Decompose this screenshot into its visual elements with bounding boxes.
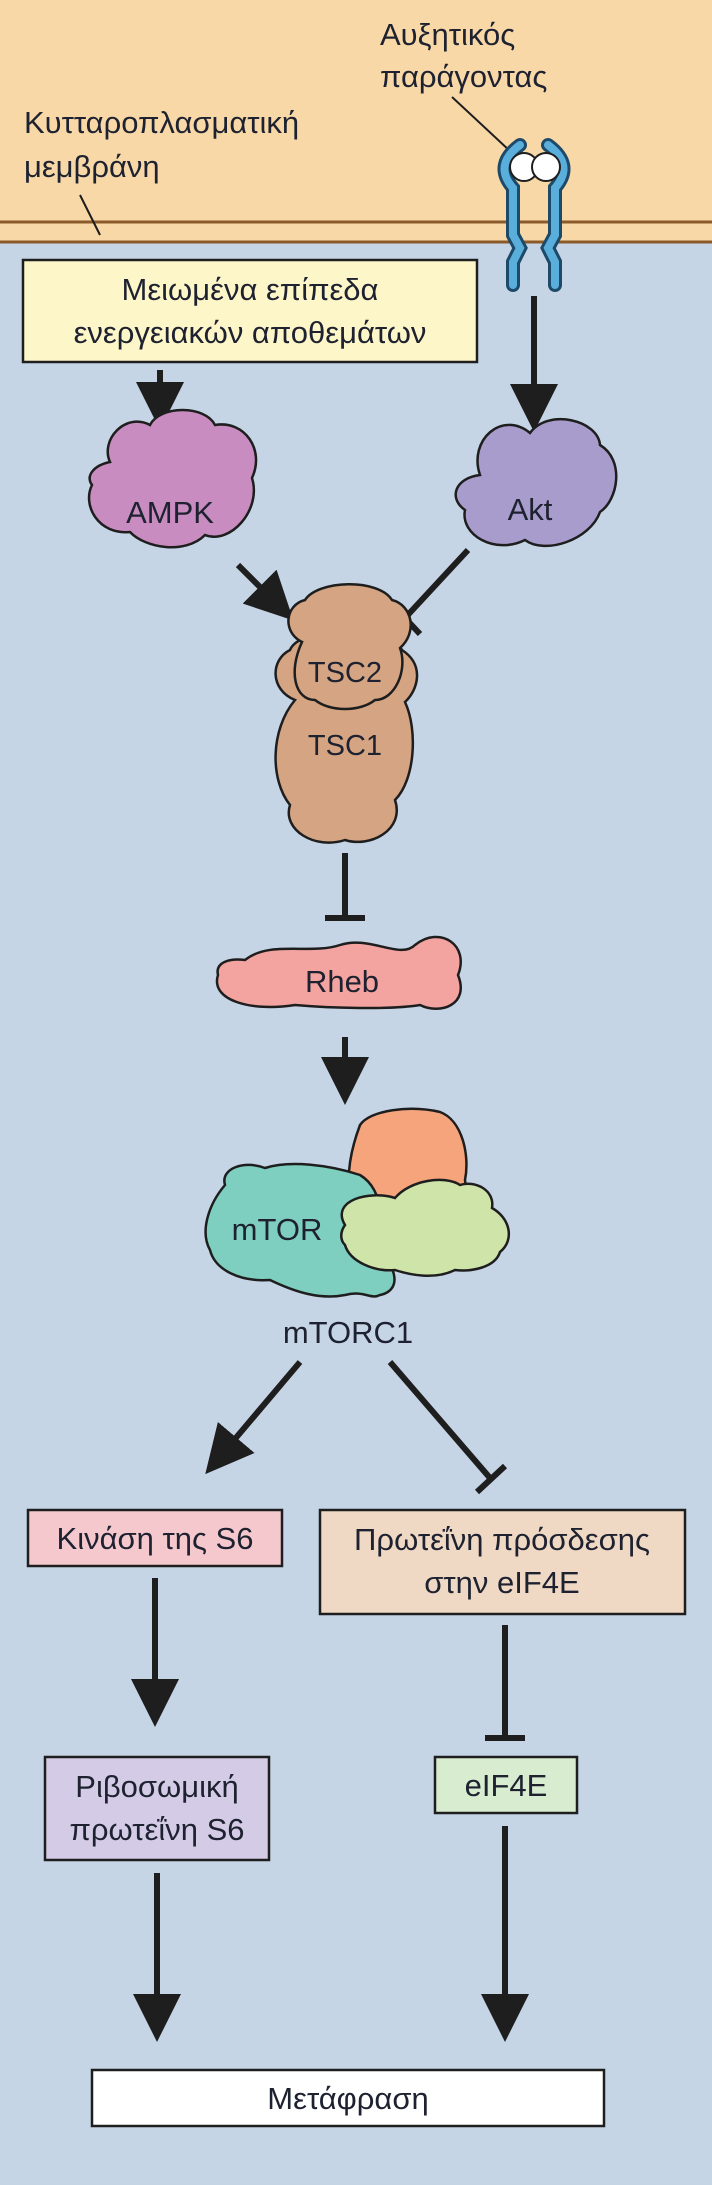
eif4e-label: eIF4E — [465, 1768, 548, 1803]
inhibition-akt-to-tsc — [402, 547, 471, 621]
ribosomal-s6-box — [43, 1755, 271, 1862]
plasma-membrane — [0, 222, 712, 242]
membrane-label-line2: μεμβράνη — [24, 149, 160, 184]
mtor-label: mTOR — [232, 1212, 323, 1247]
growth-factor-ligand-icon — [509, 152, 561, 182]
binding-protein-box — [318, 1508, 687, 1616]
reduced-energy-text-line2: ενεργειακών αποθεμάτων — [74, 315, 427, 350]
rheb-protein — [215, 935, 462, 1010]
tsc1-label: TSC1 — [308, 730, 382, 762]
inhibition-mtorc1-bar — [474, 1463, 508, 1495]
eif4e-box — [433, 1755, 579, 1815]
binding-protein-label-line1: Πρωτεΐνη πρόσδεσης — [354, 1522, 650, 1557]
inhibition-mtorc1-to-binding-protein — [387, 1360, 493, 1480]
mtorc1-green-subunit — [340, 1178, 511, 1277]
ampk-label: AMPK — [126, 495, 214, 530]
reduced-energy-text-line1: Μειωμένα επίπεδα — [122, 272, 379, 307]
translation-box — [90, 2068, 606, 2128]
ampk-protein — [87, 408, 258, 549]
growth-factor-receptor-icon — [497, 138, 571, 292]
tsc2-protein — [287, 583, 412, 711]
reduced-energy-box — [21, 258, 479, 364]
binding-protein-label-line2: στην eIF4E — [424, 1565, 579, 1600]
arrow-mtorc1-to-s6-kinase — [205, 1360, 303, 1475]
growth-factor-label-line1: Αυξητικός — [380, 17, 515, 52]
translation-label: Μετάφραση — [267, 2081, 428, 2116]
akt-label: Akt — [508, 492, 553, 527]
akt-protein — [454, 418, 618, 548]
membrane-label-line1: Κυτταροπλασματική — [24, 105, 299, 140]
ribosomal-s6-label-line1: Ριβοσωμική — [75, 1769, 238, 1804]
tsc2-label: TSC2 — [308, 657, 382, 689]
extracellular-space — [0, 0, 712, 222]
mtor-protein — [204, 1162, 396, 1298]
growth-factor-label-line2: παράγοντας — [380, 59, 547, 94]
arrow-ampk-to-tsc — [235, 562, 294, 621]
rheb-label: Rheb — [305, 964, 379, 999]
ribosomal-s6-label-line2: πρωτεΐνη S6 — [69, 1812, 244, 1847]
mtorc1-label: mTORC1 — [283, 1315, 413, 1350]
s6-kinase-label: Κινάση της S6 — [57, 1521, 254, 1556]
membrane-pointer — [79, 194, 101, 236]
s6-kinase-box — [26, 1508, 284, 1568]
